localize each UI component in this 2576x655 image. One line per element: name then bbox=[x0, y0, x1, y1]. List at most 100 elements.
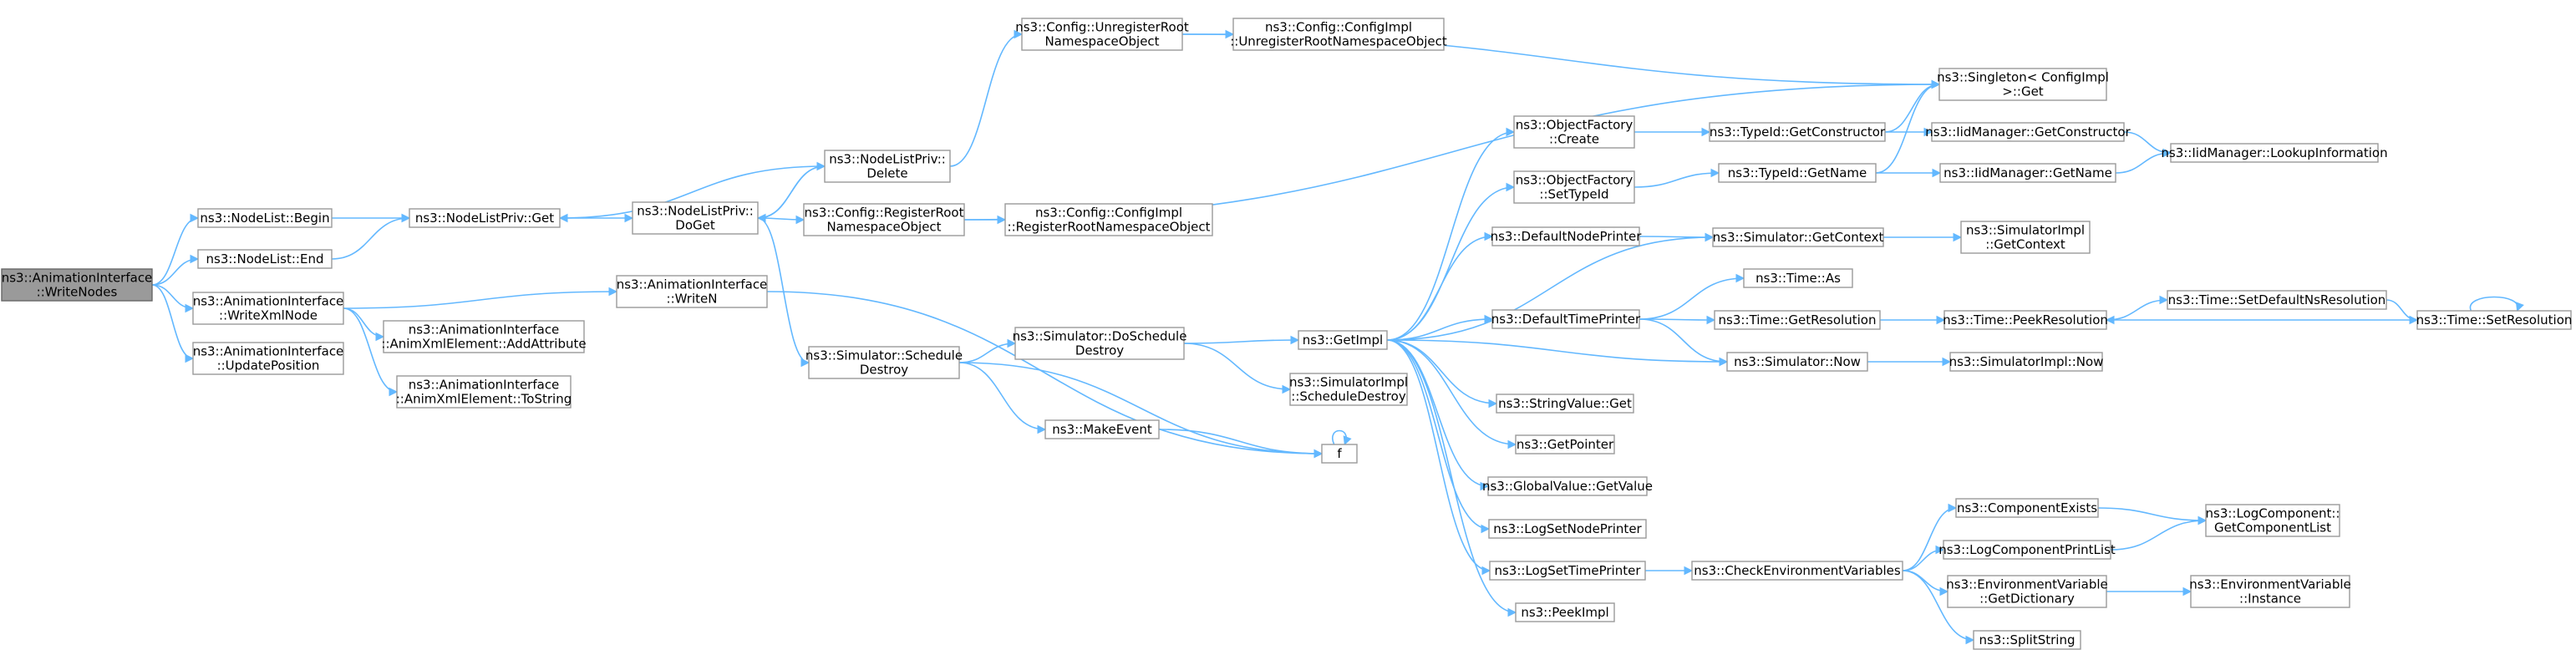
edge-line bbox=[2106, 299, 2168, 321]
node-nlp-delete[interactable]: ns3::NodeListPriv::Delete bbox=[824, 150, 951, 183]
edge-getimpl-to-sim-now bbox=[1386, 339, 1729, 367]
node-cfg-reg[interactable]: ns3::Config::RegisterRootNamespaceObject bbox=[803, 203, 965, 236]
node-label: ::ScheduleDestroy bbox=[1291, 389, 1406, 404]
node-sim-getcontext[interactable]: ns3::Simulator::GetContext bbox=[1712, 227, 1884, 247]
node-time-getres[interactable]: ns3::Time::GetResolution bbox=[1714, 310, 1881, 330]
edge-checkenv-to-compexists bbox=[1902, 503, 1958, 571]
node-cfgimpl-unreg[interactable]: ns3::Config::ConfigImpl::UnregisterRootN… bbox=[1230, 18, 1447, 51]
edge-line bbox=[1875, 84, 1940, 174]
node-label: ns3::SimulatorImpl bbox=[1289, 375, 1408, 390]
node-box bbox=[1488, 519, 1647, 539]
edge-root-to-nl-begin bbox=[151, 213, 200, 286]
node-label: ns3::DefaultTimePrinter bbox=[1491, 312, 1641, 327]
edge-line bbox=[1386, 236, 1714, 341]
node-box bbox=[197, 208, 333, 228]
node-nl-begin[interactable]: ns3::NodeList::Begin bbox=[197, 208, 333, 228]
node-label: ns3::Singleton< ConfigImpl bbox=[1937, 70, 2109, 85]
node-makeevent[interactable]: ns3::MakeEvent bbox=[1044, 419, 1160, 439]
edge-arrowhead bbox=[1932, 168, 1942, 178]
node-time-setdefaultns[interactable]: ns3::Time::SetDefaultNsResolution bbox=[2167, 290, 2387, 310]
node-time-setres[interactable]: ns3::Time::SetResolution bbox=[2416, 310, 2573, 330]
node-box bbox=[2170, 143, 2379, 163]
node-label: ns3::AnimationInterface bbox=[193, 344, 344, 359]
node-box bbox=[1289, 373, 1408, 406]
node-defnodeprinter[interactable]: ns3::DefaultNodePrinter bbox=[1491, 226, 1643, 246]
node-logsettimeprinter[interactable]: ns3::LogSetTimePrinter bbox=[1489, 561, 1646, 581]
edge-line bbox=[1386, 339, 1517, 613]
edge-arrowhead bbox=[1481, 566, 1491, 576]
node-of-create[interactable]: ns3::ObjectFactory::Create bbox=[1513, 115, 1635, 149]
node-cfg-unreg[interactable]: ns3::Config::UnregisterRootNamespaceObje… bbox=[1015, 18, 1189, 51]
node-logsetnodeprinter[interactable]: ns3::LogSetNodePrinter bbox=[1488, 519, 1647, 539]
node-typeid-getctor[interactable]: ns3::TypeId::GetConstructor bbox=[1709, 122, 1886, 142]
node-iid-lookup[interactable]: ns3::IidManager::LookupInformation bbox=[2161, 143, 2388, 163]
node-nl-end[interactable]: ns3::NodeList::End bbox=[197, 249, 333, 269]
node-iid-getctor[interactable]: ns3::IidManager::GetConstructor bbox=[1925, 122, 2131, 142]
node-ax-addattr[interactable]: ns3::AnimationInterface::AnimXmlElement:… bbox=[381, 320, 587, 353]
node-label: ns3::LogSetNodePrinter bbox=[1493, 521, 1642, 536]
edge-arrowhead bbox=[1948, 503, 1958, 513]
node-getimpl[interactable]: ns3::GetImpl bbox=[1298, 330, 1388, 350]
node-ai-updatepos[interactable]: ns3::AnimationInterface::UpdatePosition bbox=[192, 342, 344, 375]
node-singleton-get[interactable]: ns3::Singleton< ConfigImpl>::Get bbox=[1937, 68, 2109, 101]
edge-ai-writexmlnode-to-ax-addattr bbox=[343, 307, 385, 342]
node-box bbox=[197, 249, 333, 269]
edge-arrowhead bbox=[1484, 314, 1494, 324]
node-logcomp-getlist[interactable]: ns3::LogComponent::GetComponentList bbox=[2205, 504, 2340, 537]
node-label: ns3::NodeList::Begin bbox=[200, 211, 329, 226]
edge-line bbox=[2110, 520, 2207, 551]
node-label: ns3::CheckEnvironmentVariables bbox=[1694, 563, 1901, 578]
node-compexists[interactable]: ns3::ComponentExists bbox=[1955, 498, 2099, 518]
node-stringvalue-get[interactable]: ns3::StringValue::Get bbox=[1496, 394, 1634, 414]
node-splitstring[interactable]: ns3::SplitString bbox=[1973, 630, 2081, 650]
node-ai-writexmlnode[interactable]: ns3::AnimationInterface::WriteXmlNode bbox=[192, 292, 344, 325]
node-checkenv[interactable]: ns3::CheckEnvironmentVariables bbox=[1691, 561, 1903, 581]
node-gv-getvalue[interactable]: ns3::GlobalValue::GetValue bbox=[1482, 476, 1653, 496]
node-nlp-doget[interactable]: ns3::NodeListPriv::DoGet bbox=[632, 201, 759, 235]
node-of-settypeid[interactable]: ns3::ObjectFactory::SetTypeId bbox=[1513, 170, 1635, 204]
node-label: ns3::PeekImpl bbox=[1521, 605, 1608, 620]
node-box bbox=[824, 150, 951, 183]
edge-typeid-getname-to-singleton-get bbox=[1875, 79, 1941, 174]
node-box bbox=[1943, 310, 2107, 330]
node-deftimeprinter[interactable]: ns3::DefaultTimePrinter bbox=[1491, 309, 1641, 329]
edge-arrowhead bbox=[1684, 566, 1694, 576]
node-sim-now[interactable]: ns3::Simulator::Now bbox=[1726, 352, 1868, 372]
edge-line bbox=[958, 343, 1016, 363]
node-label: ::Create bbox=[1549, 132, 1599, 147]
node-logcompprintlist[interactable]: ns3::LogComponentPrintList bbox=[1938, 540, 2116, 560]
node-time-as[interactable]: ns3::Time::As bbox=[1743, 268, 1853, 288]
node-sim-schedule-destroy[interactable]: ns3::Simulator::ScheduleDestroy bbox=[805, 346, 963, 379]
node-time-peekres[interactable]: ns3::Time::PeekResolution bbox=[1943, 310, 2108, 330]
node-box bbox=[1714, 310, 1881, 330]
node-getpointer[interactable]: ns3::GetPointer bbox=[1515, 434, 1615, 454]
node-nlp-get[interactable]: ns3::NodeListPriv::Get bbox=[409, 208, 561, 228]
node-cfgimpl-reg[interactable]: ns3::Config::ConfigImpl::RegisterRootNam… bbox=[1004, 203, 1213, 236]
edge-arrowhead bbox=[185, 303, 195, 313]
node-simimpl-scheddestroy[interactable]: ns3::SimulatorImpl::ScheduleDestroy bbox=[1289, 373, 1408, 406]
node-simimpl-getcontext[interactable]: ns3::SimulatorImpl::GetContext bbox=[1960, 221, 2091, 254]
edge-line bbox=[1386, 131, 1515, 341]
node-simimpl-now[interactable]: ns3::SimulatorImpl::Now bbox=[1949, 352, 2104, 372]
node-peekimpl[interactable]: ns3::PeekImpl bbox=[1515, 602, 1615, 622]
node-envvar-instance[interactable]: ns3::EnvironmentVariable::Instance bbox=[2189, 575, 2351, 608]
node-label: ns3::Time::SetDefaultNsResolution bbox=[2168, 292, 2386, 307]
edge-sim-schedule-destroy-to-makeevent bbox=[958, 362, 1047, 434]
edge-nl-end-to-nlp-get bbox=[331, 213, 411, 260]
node-label: ns3::Time::GetResolution bbox=[1719, 312, 1877, 328]
edge-line bbox=[949, 33, 1023, 167]
edge-line bbox=[1902, 507, 1957, 571]
edge-arrowhead bbox=[558, 213, 568, 223]
node-iid-getname[interactable]: ns3::IidManager::GetName bbox=[1939, 163, 2116, 183]
node-ax-tostring[interactable]: ns3::AnimationInterface::AnimXmlElement:… bbox=[396, 375, 572, 409]
node-root[interactable]: ns3::AnimationInterface::WriteNodes bbox=[1, 268, 153, 302]
node-envvar-getdict[interactable]: ns3::EnvironmentVariable::GetDictionary bbox=[1946, 575, 2108, 608]
edge-line bbox=[1902, 570, 1974, 641]
edge-arrowhead bbox=[375, 332, 385, 342]
edge-checkenv-to-logcompprintlist bbox=[1902, 545, 1945, 571]
node-f[interactable]: f bbox=[1321, 444, 1358, 464]
node-typeid-getname[interactable]: ns3::TypeId::GetName bbox=[1718, 163, 1877, 183]
edge-line bbox=[1386, 339, 1490, 530]
node-ai-writen[interactable]: ns3::AnimationInterface::WriteN bbox=[616, 275, 768, 308]
